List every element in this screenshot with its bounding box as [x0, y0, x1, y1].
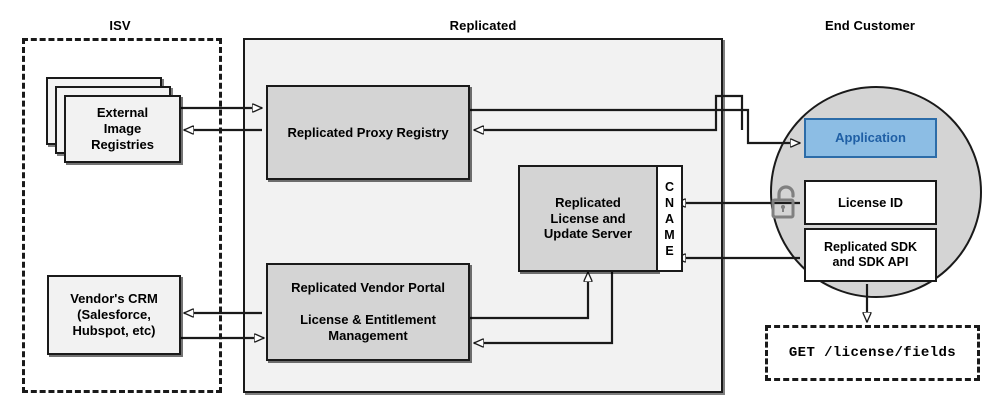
- replicated-vendor-portal-node[interactable]: Replicated Vendor Portal License & Entit…: [266, 263, 470, 361]
- replicated-sdk-node[interactable]: Replicated SDK and SDK API: [804, 228, 937, 282]
- api-call-boundary: [765, 325, 980, 381]
- cname-letter-e: E: [665, 243, 674, 258]
- vendor-portal-label: Replicated Vendor Portal License & Entit…: [291, 280, 445, 343]
- application-node[interactable]: Application: [804, 118, 937, 158]
- zone-title-replicated: Replicated: [449, 18, 517, 33]
- license-update-server-label: Replicated License and Update Server: [543, 194, 633, 242]
- cname-letter-n: N: [664, 195, 675, 210]
- zone-title-isv: ISV: [109, 18, 131, 33]
- isv-boundary: [22, 38, 222, 393]
- replicated-proxy-registry-node[interactable]: Replicated Proxy Registry: [266, 85, 470, 180]
- cname-letter-a: A: [664, 211, 675, 226]
- cname-letter-c: C: [664, 179, 675, 194]
- replicated-license-update-server-node[interactable]: Replicated License and Update Server: [518, 165, 658, 272]
- cname-letter-m: M: [664, 227, 675, 242]
- cname-node[interactable]: C N A M E: [656, 165, 683, 272]
- api-call-node: GET /license/fields: [765, 325, 980, 381]
- registry-card-front[interactable]: External Image Registries: [64, 95, 181, 163]
- vendor-crm-label: Vendor's CRM (Salesforce, Hubspot, etc): [70, 291, 158, 338]
- zone-title-end-customer: End Customer: [824, 18, 916, 33]
- application-label: Application: [835, 130, 906, 146]
- license-id-node[interactable]: License ID: [804, 180, 937, 225]
- replicated-sdk-label: Replicated SDK and SDK API: [823, 239, 918, 269]
- vendor-crm-node[interactable]: Vendor's CRM (Salesforce, Hubspot, etc): [47, 275, 181, 355]
- license-id-label: License ID: [837, 194, 904, 210]
- unlock-icon: [771, 185, 795, 219]
- api-call-label: GET /license/fields: [788, 345, 957, 361]
- external-registries-label: External Image Registries: [91, 105, 154, 152]
- proxy-registry-label: Replicated Proxy Registry: [287, 124, 449, 140]
